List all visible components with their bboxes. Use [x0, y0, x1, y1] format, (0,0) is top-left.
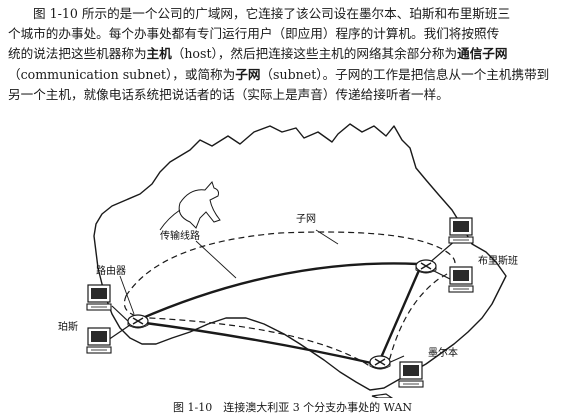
- subnet-boundary: [123, 231, 456, 369]
- figure-caption: 图 1-10 连接澳大利亚 3 个分支办事处的 WAN: [172, 401, 413, 414]
- transmission-line-brisbane-melbourne: [378, 267, 422, 361]
- text-run: 个城市的办事处。每个办事处都有专门运行用户（即应用）程序的计算机。我们将按照传: [8, 26, 500, 42]
- label-perth: 珀斯: [58, 320, 78, 333]
- text-run: 统的说法把这些机器称为: [8, 46, 147, 62]
- host-computer-perth-2: [86, 327, 112, 354]
- host-computer-brisbane-2: [448, 266, 474, 293]
- term-subnet: 子网: [235, 66, 261, 82]
- host-computer-brisbane-1: [448, 217, 474, 244]
- host-computer-perth-1: [86, 284, 112, 311]
- transmission-line-perth-brisbane: [137, 262, 419, 322]
- term-communication-subnet: 通信子网: [457, 46, 508, 62]
- label-transmission-line: 传输线路: [160, 229, 200, 242]
- paragraph-line-1: 图 1-10 所示的是一个公司的广域网，它连接了该公司设在墨尔本、珀斯和布里斯班…: [8, 4, 580, 24]
- paragraph-line-3: 统的说法把这些机器称为主机（host），然后把连接这些主机的网络其余部分称为通信…: [8, 44, 580, 64]
- body-paragraph: 图 1-10 所示的是一个公司的广域网，它连接了该公司设在墨尔本、珀斯和布里斯班…: [8, 4, 580, 105]
- paragraph-line-4: （communication subnet），或简称为子网（subnet）。子网…: [8, 65, 580, 85]
- label-melbourne: 墨尔本: [428, 346, 458, 359]
- text-run: （host），然后把连接这些主机的网络其余部分称为: [171, 46, 458, 62]
- router-melbourne: [369, 355, 391, 370]
- paragraph-line-5: 另一个主机，就像电话系统把说话者的话（实际上是声音）传递给接听者一样。: [8, 85, 580, 105]
- term-host: 主机: [146, 46, 172, 62]
- router-perth: [127, 314, 149, 329]
- wan-figure: 子网 传输线路 路由器 布里斯班 珀斯 墨尔本: [58, 123, 518, 398]
- text-run: （subnet）。子网的工作是把信息从一个主机携带到: [260, 66, 550, 82]
- text-run: 另一个主机，就像电话系统把说话者的话（实际上是声音）传递给接听者一样。: [8, 86, 449, 102]
- paragraph-line-2: 个城市的办事处。每个办事处都有专门运行用户（即应用）程序的计算机。我们将按照传: [8, 24, 580, 44]
- label-brisbane: 布里斯班: [478, 254, 518, 267]
- label-leaders: [119, 229, 339, 315]
- kangaroo-icon: [159, 181, 221, 231]
- label-router: 路由器: [96, 264, 126, 277]
- label-subnet: 子网: [296, 213, 316, 225]
- tasmania-outline: [371, 393, 394, 398]
- router-brisbane: [415, 259, 437, 274]
- text-run: 图 1-10 所示的是一个公司的广域网，它连接了该公司设在墨尔本、珀斯和布里斯班…: [33, 6, 511, 21]
- text-run: （communication subnet），或简称为: [8, 66, 236, 82]
- host-computer-melbourne: [398, 361, 424, 388]
- transmission-line-perth-melbourne: [137, 320, 377, 366]
